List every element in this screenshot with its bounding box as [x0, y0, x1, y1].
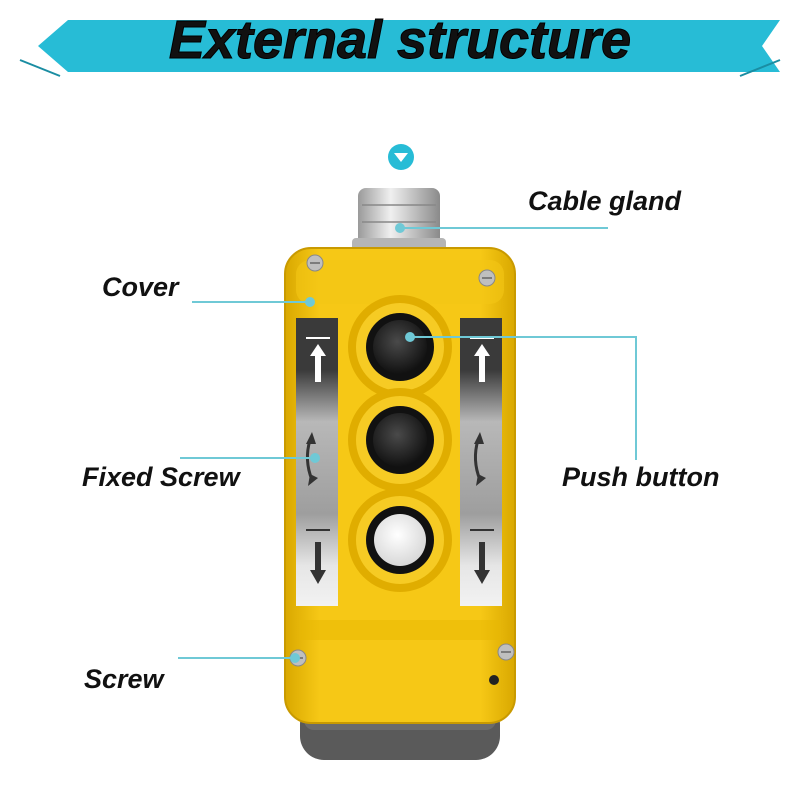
chevron-down-icon: [388, 144, 414, 170]
title-banner: [19, 20, 781, 77]
down-arrow-icon: [306, 529, 330, 584]
up-arrow-icon: [306, 337, 330, 382]
rotate-icon: [473, 432, 486, 486]
down-arrow-icon: [470, 529, 494, 584]
leader-push-button: [410, 336, 637, 460]
page-title: External structure: [168, 10, 632, 71]
label-screw: Screw: [84, 664, 164, 694]
push-button-bottom[interactable]: [348, 488, 452, 592]
label-cable-gland: Cable gland: [528, 186, 682, 216]
rotate-icon: [305, 432, 318, 486]
label-push-button: Push button: [562, 462, 720, 492]
banner-shape: [38, 20, 780, 72]
push-button-middle[interactable]: [348, 388, 452, 492]
push-button-top[interactable]: [348, 295, 452, 399]
label-cover: Cover: [102, 272, 179, 302]
leader-lines: [178, 223, 637, 663]
label-fixed-screw: Fixed Screw: [82, 462, 240, 492]
cable-gland: [352, 188, 446, 256]
right-label-strip: [460, 318, 502, 606]
